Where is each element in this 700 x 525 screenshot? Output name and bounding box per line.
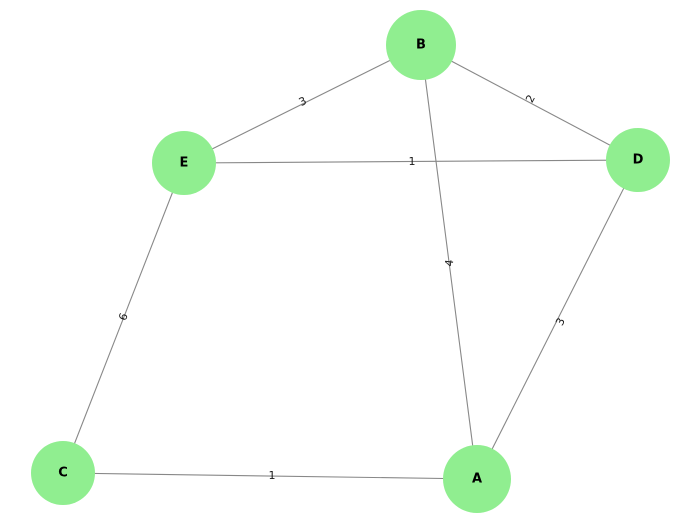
edge-label-B-D: 2 (523, 93, 538, 105)
node-label-A: A (472, 472, 482, 487)
node-circle-C[interactable] (31, 441, 95, 505)
edge-E-C[interactable] (62, 162, 185, 474)
node-group: B E D C A (31, 10, 670, 513)
edge-B-D[interactable] (420, 44, 639, 161)
node-label-E: E (180, 156, 189, 171)
node-B[interactable]: B (386, 10, 456, 80)
node-circle-B[interactable] (386, 10, 456, 80)
node-C[interactable]: C (31, 441, 95, 505)
node-circle-E[interactable] (152, 131, 216, 195)
edge-B-E[interactable] (183, 44, 422, 164)
edge-D-A[interactable] (476, 159, 639, 480)
edge-C-A[interactable] (62, 472, 478, 480)
node-circle-A[interactable] (443, 445, 511, 513)
edge-label-B-E: 3 (297, 94, 309, 109)
node-A[interactable]: A (443, 445, 511, 513)
edge-group (62, 44, 639, 480)
edge-label-E-D: 1 (409, 155, 416, 168)
node-label-C: C (58, 466, 68, 481)
node-label-B: B (416, 38, 426, 53)
edge-label-E-C: 6 (116, 311, 131, 322)
node-circle-D[interactable] (606, 128, 670, 192)
edge-label-group: 3 2 4 1 6 3 1 (116, 93, 568, 482)
edge-label-B-A: 4 (443, 259, 457, 268)
edge-label-D-A: 3 (553, 316, 568, 328)
edge-B-A[interactable] (420, 44, 478, 480)
node-E[interactable]: E (152, 131, 216, 195)
node-label-D: D (633, 153, 644, 168)
edge-E-D[interactable] (183, 159, 639, 164)
edge-label-C-A: 1 (269, 469, 276, 482)
node-D[interactable]: D (606, 128, 670, 192)
